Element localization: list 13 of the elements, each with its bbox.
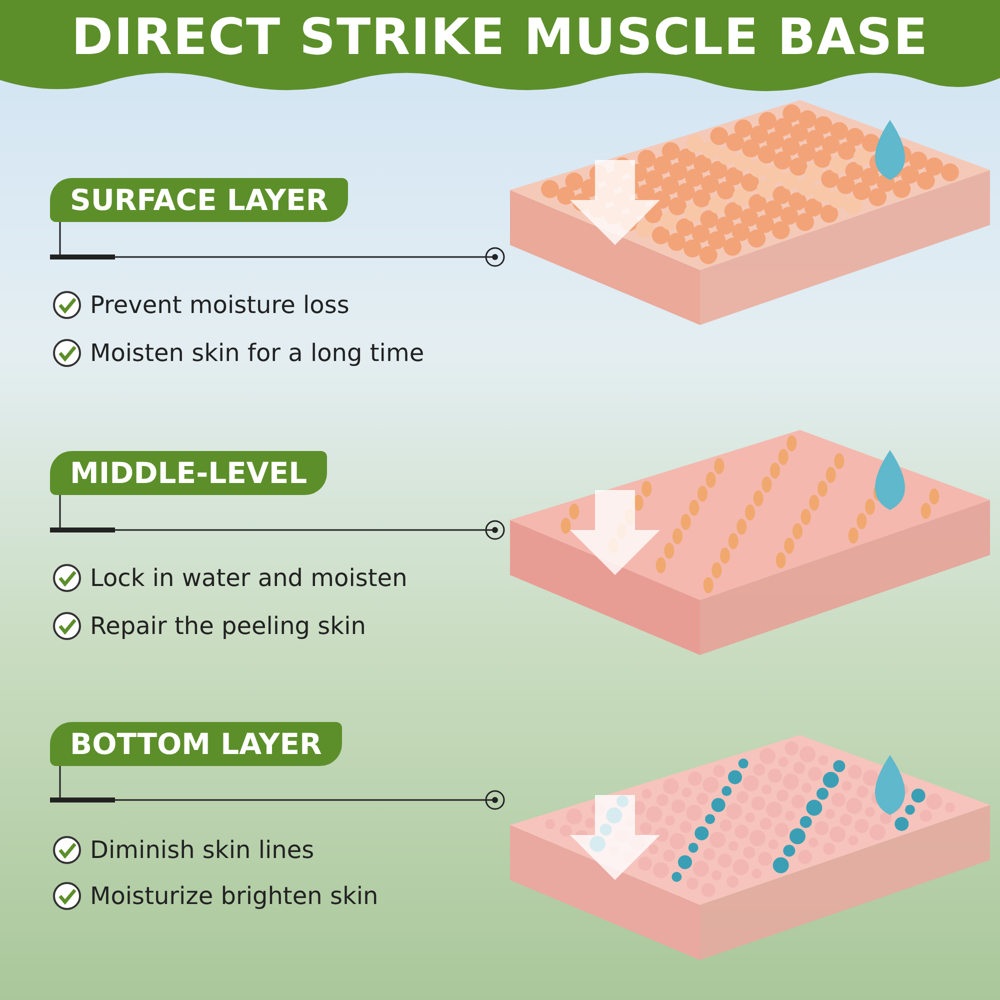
benefit-text: Prevent moisture loss	[90, 291, 350, 319]
heading-banner: BOTTOM LAYER	[50, 722, 342, 766]
leader-line	[50, 766, 505, 810]
heading-banner: SURFACE LAYER	[50, 178, 348, 222]
benefit-text: Repair the peeling skin	[90, 612, 366, 640]
leader-line	[50, 495, 505, 540]
benefit-text: Lock in water and moisten	[90, 564, 408, 592]
benefit-text: Moisten skin for a long time	[90, 339, 424, 367]
benefit-text: Moisturize brighten skin	[90, 882, 378, 910]
title: DIRECT STRIKE MUSCLE BASE	[70, 8, 930, 66]
benefit-text: Diminish skin lines	[90, 836, 314, 864]
heading-banner: MIDDLE-LEVEL	[50, 451, 328, 495]
leader-line	[50, 222, 505, 267]
